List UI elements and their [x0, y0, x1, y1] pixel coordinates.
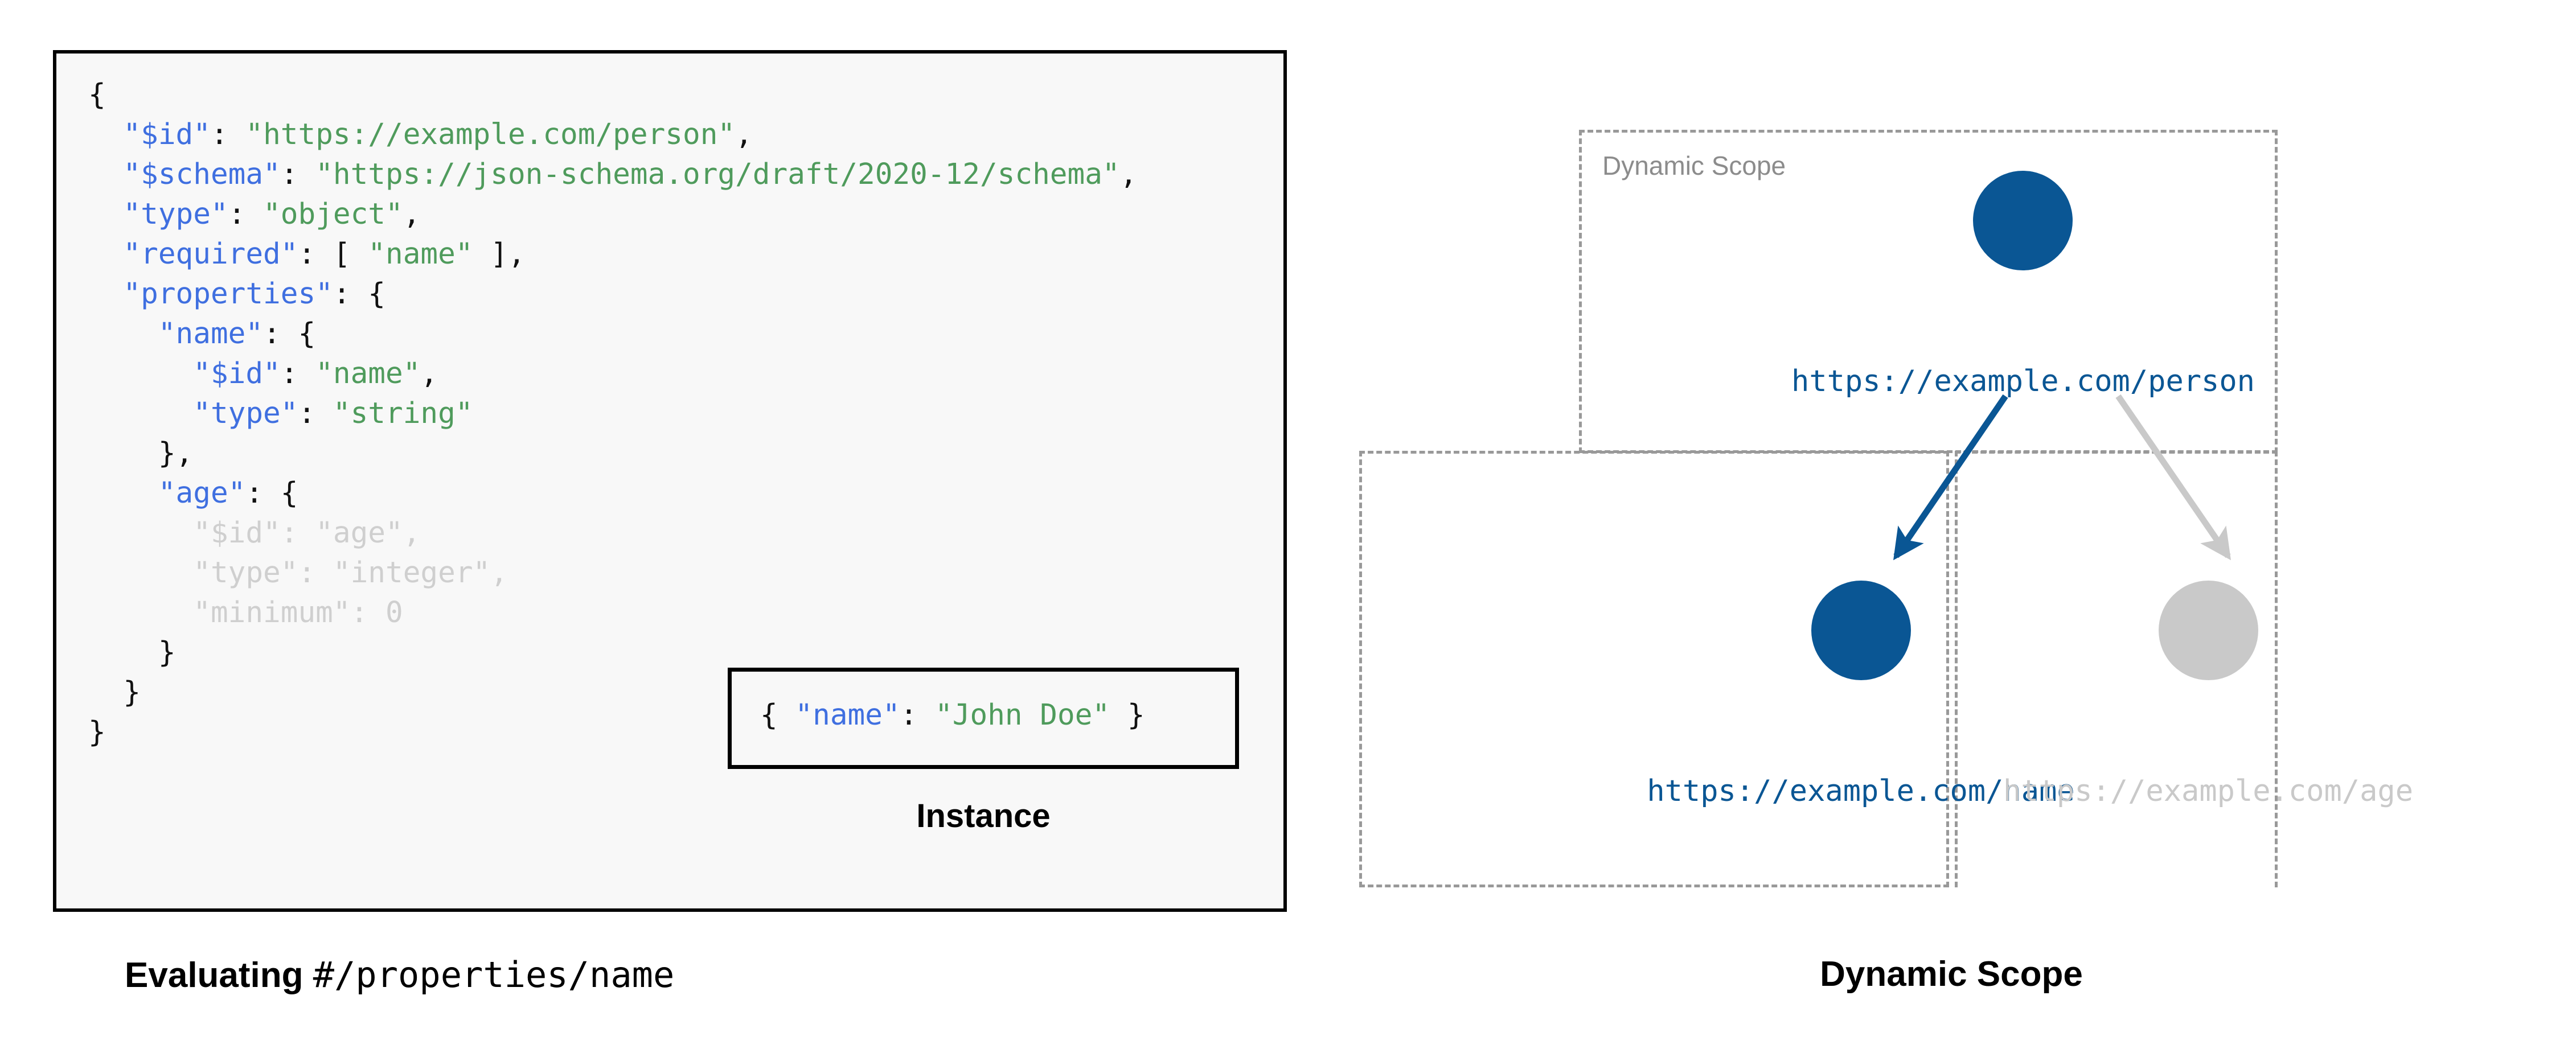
code-token: "properties" [123, 277, 333, 311]
code-token: : [228, 198, 264, 231]
code-token: "name" [315, 357, 421, 390]
code-token: , [403, 516, 421, 550]
node-circle-person [1973, 171, 2073, 270]
code-token: : [298, 397, 333, 430]
code-token: "object" [263, 198, 403, 231]
code-token: "https://example.com/person" [245, 118, 736, 151]
code-line: "$schema": "https://json-schema.org/draf… [88, 155, 1137, 195]
instance-token: "John Doe" [935, 698, 1110, 732]
code-line: } [88, 673, 1137, 713]
instance-code: { "name": "John Doe" } [760, 698, 1145, 733]
code-line: "$id": "name", [88, 354, 1137, 394]
node-label-name: https://example.com/name [1647, 774, 2075, 808]
dynamic-scope-diagram: Dynamic Scope https://example.com/person… [1327, 0, 2576, 1053]
left-caption-pointer: #/properties/name [313, 954, 675, 996]
instance-token: "name" [795, 698, 900, 732]
code-line: { [88, 75, 1137, 115]
left-caption: Evaluating #/properties/name [125, 954, 674, 996]
code-token: , [403, 198, 421, 231]
code-line: } [88, 713, 1137, 752]
code-token: "$id" [193, 357, 281, 390]
code-token: } [123, 676, 141, 709]
code-token: "age" [158, 476, 246, 510]
instance-box: { "name": "John Doe" } [728, 668, 1239, 769]
instance-token: { [760, 698, 795, 732]
code-token: : [280, 516, 316, 550]
code-token: : [280, 158, 316, 191]
code-token: , [420, 357, 438, 390]
code-token: , [735, 118, 753, 151]
code-line: "type": "integer", [88, 553, 1137, 593]
code-token: "type" [123, 198, 228, 231]
code-token: } [88, 715, 106, 749]
code-token: : [298, 556, 333, 590]
code-token: : { [245, 476, 298, 510]
code-token: ], [473, 237, 526, 271]
scope-box-name [1359, 451, 1949, 887]
instance-token: : [900, 698, 936, 732]
json-schema-panel: { "$id": "https://example.com/person", "… [53, 50, 1287, 912]
code-token: } [158, 636, 176, 669]
code-token: "age" [315, 516, 403, 550]
node-circle-age [2159, 581, 2258, 680]
instance-label: Instance [916, 797, 1051, 834]
code-token: "$id" [193, 516, 281, 550]
left-caption-strong: Evaluating [125, 956, 313, 995]
code-line: "type": "string" [88, 394, 1137, 434]
code-token: : [350, 596, 385, 630]
code-token: , [490, 556, 508, 590]
code-token: "name" [368, 237, 473, 271]
code-token: "integer" [333, 556, 491, 590]
code-line: "required": [ "name" ], [88, 235, 1137, 274]
code-line: "$id": "https://example.com/person", [88, 115, 1137, 155]
code-token: "https://json-schema.org/draft/2020-12/s… [315, 158, 1120, 191]
code-token: 0 [385, 596, 403, 630]
code-token: , [1119, 158, 1138, 191]
node-label-person: https://example.com/person [1791, 364, 2255, 398]
code-token: : { [263, 317, 316, 351]
scope-inner-label: Dynamic Scope [1602, 151, 1786, 180]
json-schema-code: { "$id": "https://example.com/person", "… [88, 75, 1137, 752]
code-line: "properties": { [88, 274, 1137, 314]
code-token: : [280, 357, 316, 390]
code-token: "minimum" [193, 596, 351, 630]
code-line: "name": { [88, 314, 1137, 354]
code-token: "required" [123, 237, 298, 271]
code-line: "age": { [88, 474, 1137, 513]
code-line: "minimum": 0 [88, 593, 1137, 633]
code-token: : { [333, 277, 386, 311]
code-line: "type": "object", [88, 195, 1137, 235]
instance-token: } [1110, 698, 1145, 732]
code-token: }, [158, 437, 194, 470]
code-token: "$schema" [123, 158, 281, 191]
code-token: "type" [193, 556, 298, 590]
code-line: } [88, 633, 1137, 673]
code-line: "$id": "age", [88, 513, 1137, 553]
code-line: }, [88, 434, 1137, 474]
code-token: "name" [158, 317, 264, 351]
code-token: : [210, 118, 246, 151]
node-label-age: https://example.com/age [2003, 774, 2414, 808]
code-token: "type" [193, 397, 298, 430]
code-token: : [ [298, 237, 368, 271]
code-token: "$id" [123, 118, 211, 151]
node-circle-name [1811, 581, 1911, 680]
code-token: "string" [333, 397, 473, 430]
code-token: { [88, 78, 106, 112]
right-caption: Dynamic Scope [1820, 955, 2083, 994]
